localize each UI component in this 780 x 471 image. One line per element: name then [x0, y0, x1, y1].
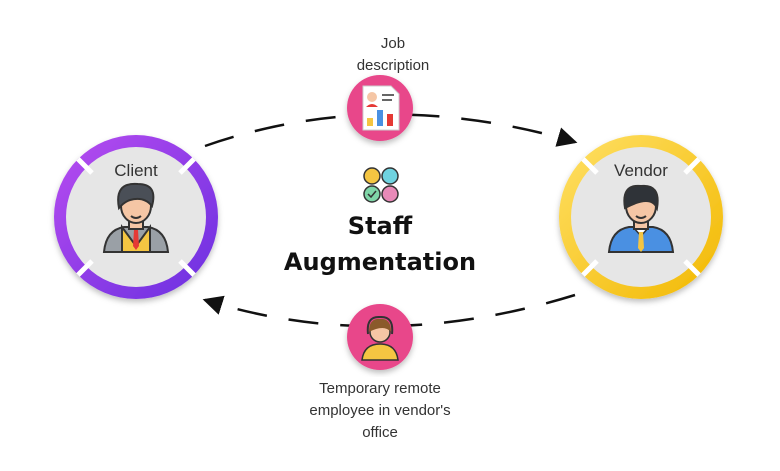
employee-headset-icon [361, 315, 399, 361]
label-line: Job [380, 35, 406, 52]
job-description-label: Job description [293, 33, 493, 77]
label-line: description [356, 57, 430, 74]
bottom-flow-arrow [202, 293, 576, 328]
client-label: Client [114, 161, 158, 180]
title-line-2: Augmentation [283, 248, 477, 276]
document-icon [362, 85, 400, 131]
team-icon [363, 167, 399, 203]
label-line: employee in vendor's [309, 402, 451, 419]
vendor-person-icon [607, 184, 675, 253]
title-line-1: Staff [347, 212, 413, 240]
vendor-label: Vendor [614, 161, 668, 180]
label-line: office [362, 424, 398, 441]
label-line: Temporary remote [319, 380, 441, 397]
client-person-icon [102, 182, 170, 253]
remote-employee-label: Temporary remote employee in vendor's of… [260, 378, 500, 444]
